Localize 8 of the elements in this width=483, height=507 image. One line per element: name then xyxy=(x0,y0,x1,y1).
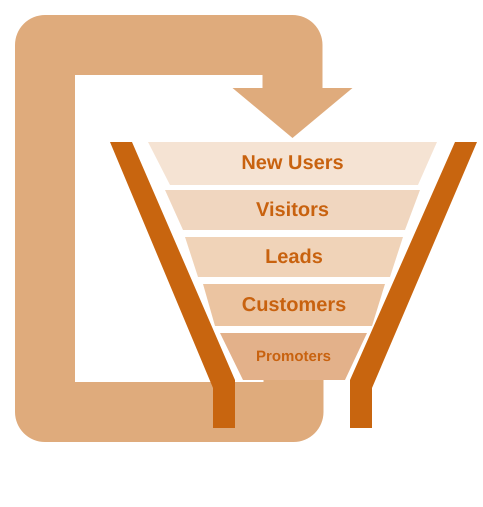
stage-label: Promoters xyxy=(256,348,332,365)
stage-label: Customers xyxy=(242,294,346,316)
funnel-stage xyxy=(165,190,420,230)
stage-label: Visitors xyxy=(256,198,329,222)
funnel-stage xyxy=(185,237,403,277)
stage-label: Leads xyxy=(265,246,323,268)
stage-label: New Users xyxy=(241,152,344,175)
funnel-stage xyxy=(203,284,385,326)
